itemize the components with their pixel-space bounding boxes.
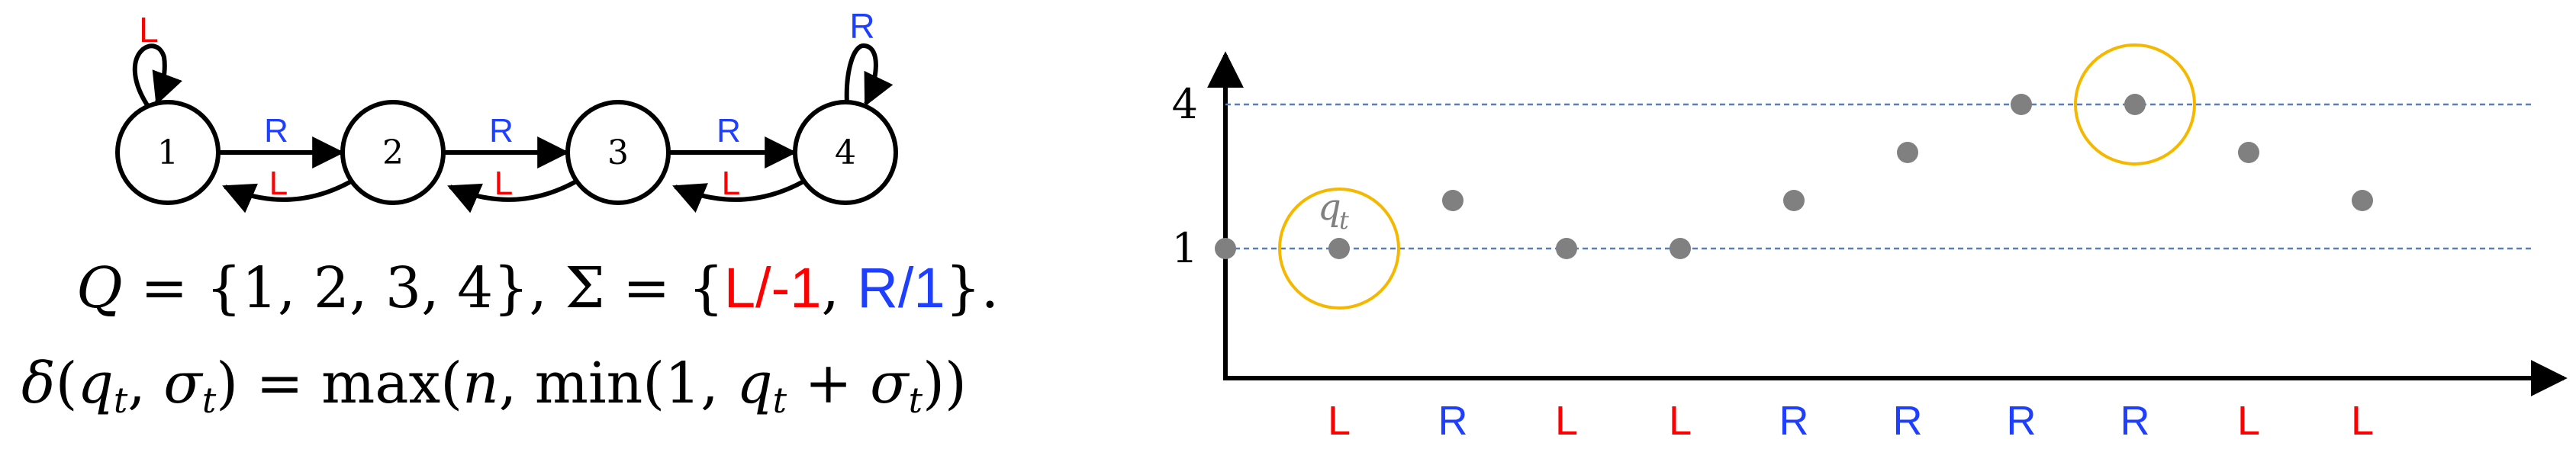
data-point [1328, 238, 1350, 259]
right-symbol: R/1 [857, 256, 945, 319]
state-label: 2 [382, 133, 404, 172]
state-label: 3 [607, 133, 629, 172]
data-point [1215, 238, 1236, 259]
x-action-label: R [1438, 398, 1468, 444]
state-3: 3 [565, 100, 671, 205]
edge-label-backward: L [494, 165, 513, 202]
x-action-label: R [1779, 398, 1809, 444]
edge-label-forward: R [489, 112, 514, 149]
x-action-label: L [2351, 398, 2374, 444]
y-tick-label: 1 [1172, 224, 1198, 272]
x-action-label: R [1893, 398, 1923, 444]
left-symbol: L/-1 [723, 256, 822, 319]
state-1: 1 [115, 100, 221, 205]
data-point [2124, 94, 2146, 115]
edge-label-backward: L [722, 165, 740, 202]
data-point [1556, 238, 1577, 259]
state-label: 1 [157, 133, 179, 172]
y-tick-label: 4 [1172, 80, 1198, 128]
x-action-label: L [1328, 398, 1351, 444]
x-action-label: L [2237, 398, 2260, 444]
formula-transition: δ(qt, σt) = max(n, min(1, qt + σt)) [21, 351, 967, 421]
highlight-ring [2074, 43, 2196, 165]
edge-4-3 [672, 179, 805, 213]
edge-label-backward: L [269, 165, 288, 202]
data-point [1897, 142, 1918, 163]
x-action-label: R [2007, 398, 2037, 444]
annotation-subscript: t [1339, 206, 1349, 235]
x-action-label: L [1555, 398, 1578, 444]
edge-3-2 [447, 179, 578, 213]
formula-sets: Q = {1, 2, 3, 4}, Σ = {L/-1, R/1}. [76, 255, 1000, 321]
trajectory-chart: 1 4 qtL R L L R R R R L L [1172, 43, 2568, 444]
edge-2-1 [222, 179, 353, 213]
x-action-label: L [1669, 398, 1692, 444]
self-loop-label-4: R [849, 6, 874, 46]
data-point [1442, 190, 1463, 211]
annotation-label: q [1318, 186, 1341, 229]
edge-label-forward: R [716, 112, 741, 149]
highlight-ring [1278, 188, 1400, 310]
self-loop-1 [132, 43, 182, 107]
self-loop-label-1: L [139, 10, 159, 50]
data-point [1783, 190, 1805, 211]
self-loop-4 [844, 43, 894, 107]
edge-label-forward: R [264, 112, 288, 149]
state-2: 2 [340, 100, 446, 205]
x-action-label: R [2120, 398, 2150, 444]
data-point [2352, 190, 2373, 211]
data-point [2238, 142, 2259, 163]
data-point [1670, 238, 1691, 259]
state-label: 4 [835, 133, 856, 172]
state-4: 4 [793, 100, 898, 205]
data-point [2011, 94, 2032, 115]
